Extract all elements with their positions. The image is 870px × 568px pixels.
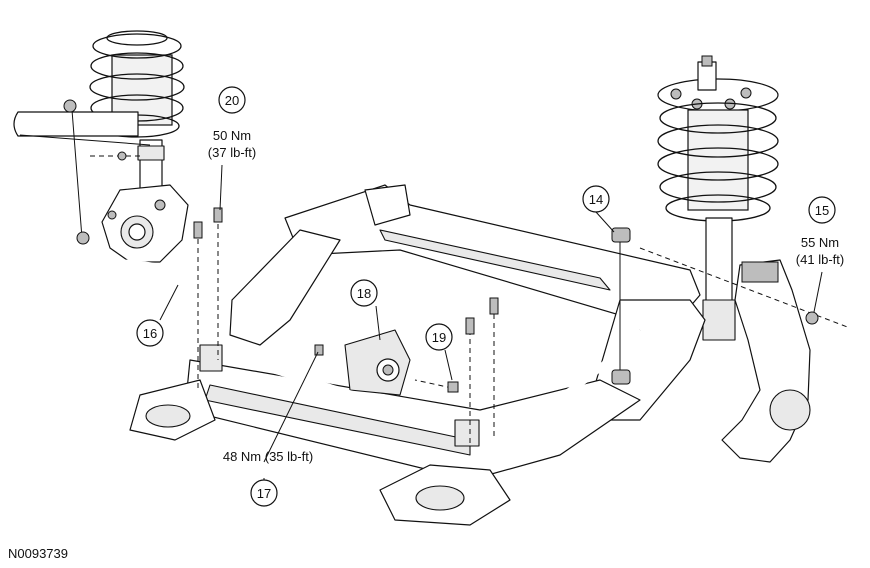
callout-14: 14: [582, 185, 610, 213]
callout-19-number: 19: [432, 330, 446, 345]
torque-15-nm: 55 Nm: [801, 235, 839, 250]
fasteners: [193, 207, 499, 450]
figure-id: N0093739: [8, 546, 68, 561]
callout-14-number: 14: [589, 192, 603, 207]
callout-15-number: 15: [815, 203, 829, 218]
callout-18-number: 18: [357, 286, 371, 301]
callout-19: 19: [425, 323, 453, 351]
torque-17: 48 Nm (35 lb-ft): [223, 449, 313, 464]
callout-16-number: 16: [143, 326, 157, 341]
torque-20-nm: 50 Nm: [213, 128, 251, 143]
callout-16: 16: [136, 319, 164, 347]
right-strut-assembly: [639, 55, 851, 463]
callout-20-number: 20: [225, 93, 239, 108]
callout-18: 18: [350, 279, 378, 307]
callout-17: 17: [250, 479, 278, 507]
torque-20-lbft: (37 lb-ft): [208, 145, 256, 160]
torque-15-lbft: (41 lb-ft): [796, 252, 844, 267]
stabilizer-bushing-left: [199, 344, 223, 372]
stabilizer-bar: [94, 227, 643, 447]
right-coil-spring: [657, 102, 779, 222]
callout-20: 20: [218, 86, 246, 114]
callout-17-number: 17: [257, 486, 271, 501]
stabilizer-bushing-right: [454, 419, 480, 447]
engine-mount: [344, 329, 411, 396]
callout-15: 15: [808, 196, 836, 224]
subframe: [129, 184, 706, 526]
left-strut-assembly: [13, 30, 189, 263]
right-knuckle: [721, 259, 811, 463]
